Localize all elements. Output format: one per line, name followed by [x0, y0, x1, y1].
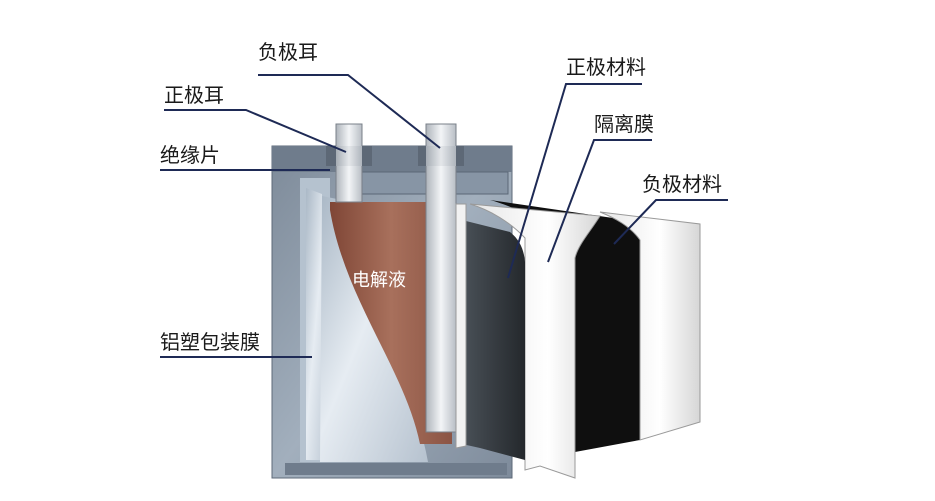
leader-lines: [160, 74, 728, 358]
label-negative-tab: 负极耳: [258, 40, 318, 64]
label-electrolyte: 电解液: [352, 270, 406, 291]
label-insulation-sheet: 绝缘片: [160, 143, 220, 167]
electrode-stack: [455, 200, 701, 479]
label-aluminum-plastic-film: 铝塑包装膜: [160, 330, 260, 354]
label-positive-material: 正极材料: [566, 55, 646, 79]
label-negative-material: 负极材料: [642, 172, 722, 196]
leader-negative-tab: [258, 74, 441, 149]
label-positive-tab: 正极耳: [164, 83, 224, 107]
leader-positive-material: [507, 83, 642, 279]
label-separator: 隔离膜: [594, 112, 654, 136]
electrolyte-region: [330, 202, 452, 444]
leader-separator: [547, 139, 652, 263]
leader-negative-material: [613, 199, 728, 245]
leader-positive-tab: [164, 109, 347, 153]
